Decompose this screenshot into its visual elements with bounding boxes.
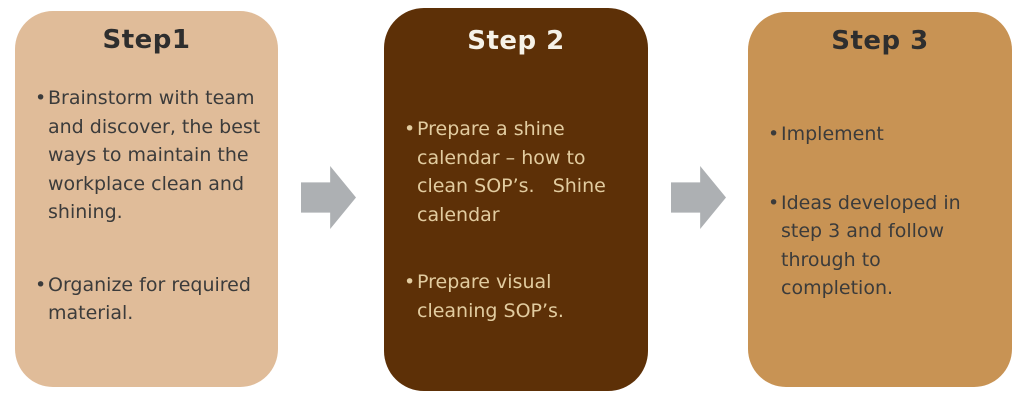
bullet-text: Brainstorm with team and discover, the b…	[48, 87, 267, 224]
list-item: • Prepare visual cleaning SOP’s.	[404, 268, 634, 325]
bullet-text: Organize for required material.	[48, 273, 257, 325]
right-arrow-icon	[671, 166, 726, 229]
list-item: • Implement	[768, 120, 998, 149]
bullet-text: Prepare visual cleaning SOP’s.	[417, 271, 564, 322]
step-3-title: Step 3	[831, 26, 929, 56]
bullet-text: Ideas developed in step 3 and follow thr…	[781, 191, 967, 300]
step-3-card: Step 3 • Implement • Ideas developed in …	[748, 12, 1012, 387]
step-1-body: • Brainstorm with team and discover, the…	[15, 84, 278, 328]
step-2-body: • Prepare a shine calendar – how to clea…	[384, 115, 648, 325]
bullet-dot-icon: •	[768, 123, 780, 146]
bullet-text: Prepare a shine calendar – how to clean …	[417, 118, 612, 226]
list-item: • Prepare a shine calendar – how to clea…	[404, 115, 634, 229]
bullet-dot-icon: •	[768, 191, 780, 214]
bullet-dot-icon: •	[404, 118, 416, 141]
step-1-card: Step1 • Brainstorm with team and discove…	[15, 11, 278, 387]
bullet-dot-icon: •	[35, 87, 47, 110]
list-item: • Ideas developed in step 3 and follow t…	[768, 189, 998, 303]
step-3-body: • Implement • Ideas developed in step 3 …	[748, 120, 1012, 303]
right-arrow-icon	[301, 166, 356, 229]
step-2-title: Step 2	[467, 26, 565, 56]
bullet-dot-icon: •	[35, 273, 47, 296]
list-item: • Brainstorm with team and discover, the…	[35, 84, 264, 227]
bullet-dot-icon: •	[404, 271, 416, 294]
bullet-text: Implement	[781, 123, 884, 146]
step-2-card: Step 2 • Prepare a shine calendar – how …	[384, 8, 648, 391]
step-1-title: Step1	[102, 25, 191, 55]
list-item: • Organize for required material.	[35, 271, 264, 328]
